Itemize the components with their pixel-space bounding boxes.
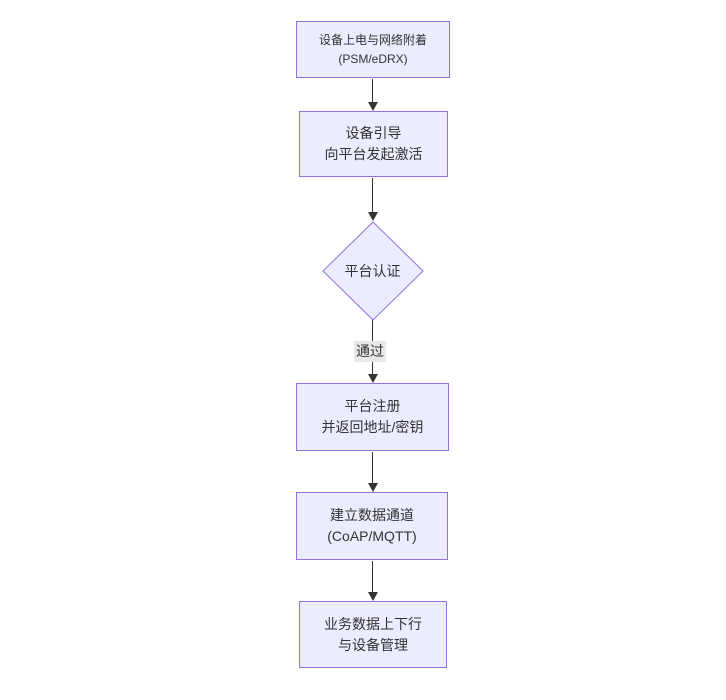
arrowhead-down-icon (368, 374, 378, 383)
edge-line (372, 561, 373, 593)
arrowhead-down-icon (368, 483, 378, 492)
node-data-channel: 建立数据通道 (CoAP/MQTT) (296, 492, 448, 560)
node-platform-register: 平台注册 并返回地址/密钥 (296, 383, 449, 451)
node-label-line: 设备引导 (345, 125, 402, 141)
node-power-attach: 设备上电与网络附着 (PSM/eDRX) (296, 21, 450, 78)
node-label-line: 设备上电与网络附着 (318, 32, 427, 47)
node-platform-auth-diamond (322, 221, 424, 321)
arrowhead-down-icon (368, 212, 378, 221)
node-label-line: 与设备管理 (338, 636, 408, 653)
node-business-data: 业务数据上下行 与设备管理 (299, 601, 447, 668)
arrowhead-down-icon (368, 102, 378, 111)
edge-line (372, 178, 373, 213)
node-label-line: (PSM/eDRX) (338, 51, 408, 66)
node-bootstrap: 设备引导 向平台发起激活 (299, 111, 448, 177)
edge-label-pass: 通过 (354, 341, 386, 362)
node-label-line: (CoAP/MQTT) (327, 528, 417, 544)
arrowhead-down-icon (368, 592, 378, 601)
edge-line (372, 79, 373, 103)
edge-line (372, 452, 373, 484)
node-label-line: 业务数据上下行 (324, 615, 422, 632)
node-label-line: 建立数据通道 (330, 507, 414, 523)
node-label-line: 并返回地址/密钥 (321, 419, 424, 435)
node-label-line: 平台注册 (344, 398, 401, 414)
node-label-line: 向平台发起激活 (324, 146, 423, 162)
